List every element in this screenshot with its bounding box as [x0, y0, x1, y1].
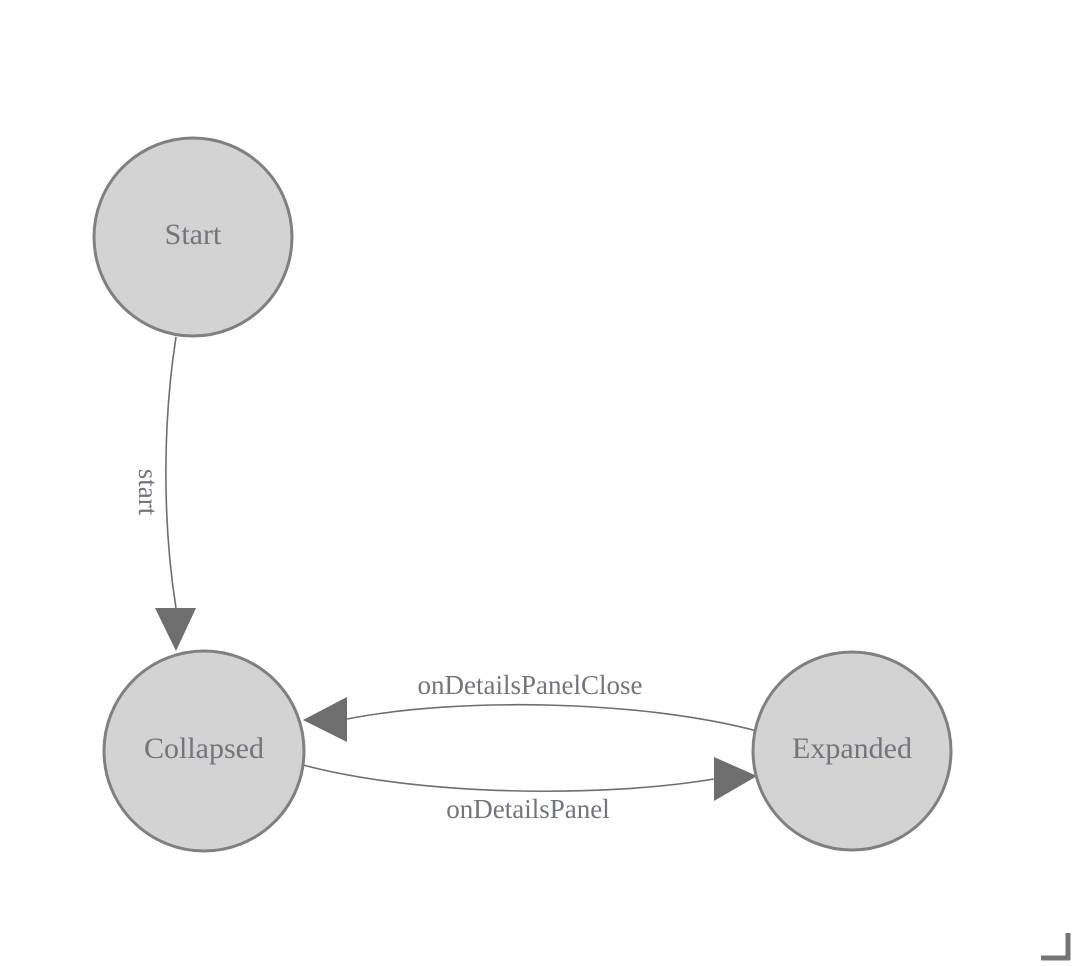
node-start-circle[interactable]: [92, 136, 294, 338]
node-expanded-circle[interactable]: [751, 650, 953, 852]
edge-start-to-collapsed[interactable]: start: [133, 336, 196, 651]
node-collapsed-circle[interactable]: [102, 649, 306, 853]
node-collapsed-label: Collapsed: [144, 732, 264, 765]
node-start-label: Start: [165, 218, 222, 251]
node-collapsed[interactable]: Collapsed: [102, 649, 306, 853]
node-expanded-label: Expanded: [792, 732, 912, 765]
arrowhead-expanded-to-collapsed: [303, 697, 347, 742]
edge-label-on-details-panel-close: onDetailsPanelClose: [418, 670, 643, 700]
edge-expanded-to-collapsed[interactable]: onDetailsPanelClose: [303, 670, 758, 742]
edge-label-on-details-panel: onDetailsPanel: [446, 794, 609, 824]
edges-layer: start onDetailsPanelClose onDetailsPanel: [133, 336, 758, 824]
corner-resize-mark[interactable]: [1041, 933, 1071, 961]
nodes-layer: Start Collapsed Expanded: [92, 136, 953, 853]
arrowhead-start-to-collapsed: [155, 608, 196, 651]
edge-path-collapsed-to-expanded: [302, 764, 715, 793]
edge-path-expanded-to-collapsed: [346, 703, 758, 732]
arrowhead-collapsed-to-expanded: [714, 757, 757, 801]
edge-collapsed-to-expanded[interactable]: onDetailsPanel: [302, 757, 757, 824]
edge-label-start: start: [133, 469, 163, 516]
node-expanded[interactable]: Expanded: [751, 650, 953, 852]
node-start[interactable]: Start: [92, 136, 294, 338]
edge-path-start-to-collapsed: [165, 336, 177, 609]
